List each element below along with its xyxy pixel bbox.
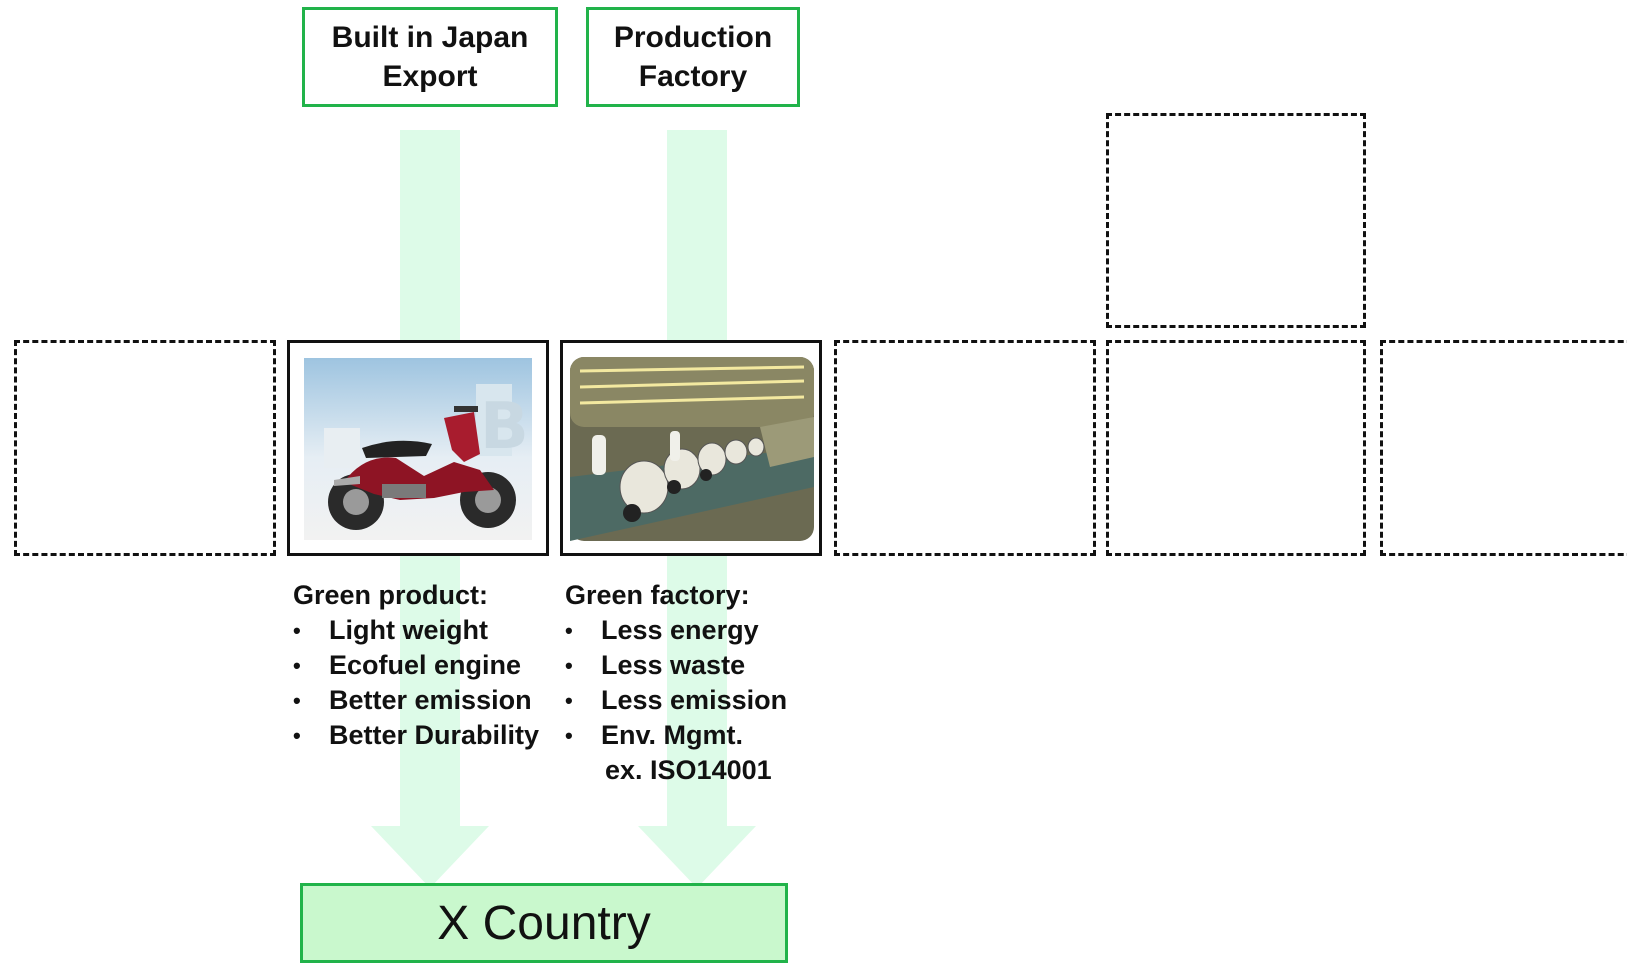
bullet-icon: • <box>565 653 573 678</box>
placeholder-box-5 <box>1106 340 1366 556</box>
bullet-icon: • <box>293 618 301 643</box>
factory-photo-frame <box>560 340 822 556</box>
factory-label: Production Factory <box>613 21 773 93</box>
iso-note: ex. ISO14001 <box>605 755 772 785</box>
list-item: •Better emission <box>293 683 539 718</box>
product-photo-frame: B <box>287 340 549 556</box>
list-item: •Less emission <box>565 683 787 718</box>
placeholder-box-6 <box>1380 340 1627 556</box>
export-arrow-head <box>371 826 489 888</box>
destination-label: X Country <box>437 896 651 950</box>
bullet-icon: • <box>293 688 301 713</box>
green-factory-list: Green factory: •Less energy •Less waste … <box>565 578 787 788</box>
export-label-box: Built in Japan Export <box>302 7 558 107</box>
assembly-line-image <box>570 357 814 541</box>
motorcycle-image: B <box>304 358 532 540</box>
bullet-icon: • <box>565 723 573 748</box>
green-factory-heading: Green factory: <box>565 580 750 610</box>
bullet-icon: • <box>293 723 301 748</box>
list-item: •Less waste <box>565 648 787 683</box>
list-item: •Ecofuel engine <box>293 648 539 683</box>
bullet-icon: • <box>565 688 573 713</box>
factory-label-box: Production Factory <box>586 7 800 107</box>
placeholder-box-1 <box>14 340 276 556</box>
list-item: •Better Durability <box>293 718 539 753</box>
green-product-list: Green product: •Light weight •Ecofuel en… <box>293 578 539 753</box>
list-item: •Env. Mgmt. ex. ISO14001 <box>565 718 787 788</box>
bullet-icon: • <box>293 653 301 678</box>
destination-country-box: X Country <box>300 883 788 963</box>
green-product-heading: Green product: <box>293 580 489 610</box>
placeholder-box-top-right <box>1106 113 1366 328</box>
factory-arrow-head <box>638 826 756 888</box>
placeholder-box-4 <box>834 340 1096 556</box>
svg-text:B: B <box>480 390 529 464</box>
list-item: •Light weight <box>293 613 539 648</box>
list-item: •Less energy <box>565 613 787 648</box>
bullet-icon: • <box>565 618 573 643</box>
export-label: Built in Japan Export <box>331 21 529 93</box>
